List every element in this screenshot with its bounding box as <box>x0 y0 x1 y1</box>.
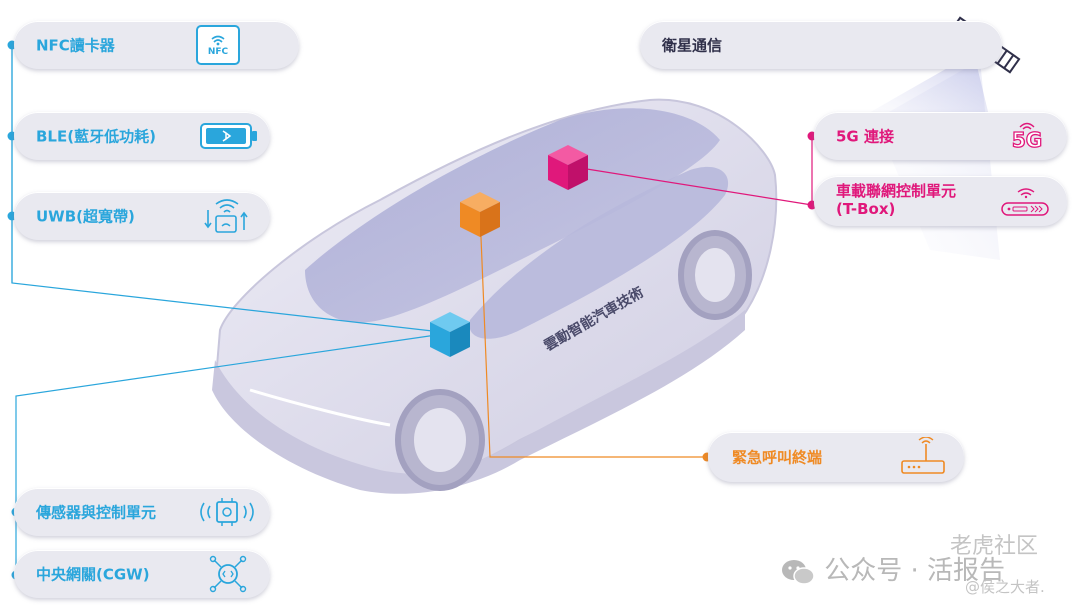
ble-pill: BLE(藍牙低功耗) <box>14 112 270 160</box>
car-illustration <box>212 98 778 494</box>
tbox-label-sub: (T-Box) <box>836 200 896 218</box>
tbox-label: 車載聯網控制單元 <box>836 182 957 200</box>
line-orange <box>479 212 707 458</box>
5g-connection-pill: 5G 連接 5G <box>814 112 1067 160</box>
sensor-control-pill: 傳感器與控制單元 <box>14 488 270 536</box>
uwb-pill: UWB(超寬帶) <box>14 192 270 240</box>
nfc-icon: NFC <box>196 25 240 65</box>
ble-label: BLE(藍牙低功耗) <box>36 127 156 146</box>
5g-icon-text: 5G <box>1011 127 1043 152</box>
tbox-pill: 車載聯網控制單元 (T-Box) <box>814 176 1067 226</box>
router-icon <box>1001 188 1049 216</box>
car-side-window <box>469 166 729 339</box>
ecall-terminal-pill: 緊急呼叫終端 <box>708 432 964 482</box>
antenna-terminal-icon <box>901 437 945 474</box>
nfc-reader-pill: NFC讀卡器 NFC <box>14 21 299 69</box>
watermark-line2: 老虎社区 <box>950 534 1039 559</box>
central-gateway-label: 中央網關(CGW) <box>36 565 150 584</box>
5g-connection-label: 5G 連接 <box>836 127 894 146</box>
sensor-control-label: 傳感器與控制單元 <box>36 503 157 522</box>
tbox-label-group: 車載聯網控制單元 (T-Box) <box>836 182 956 218</box>
blue-cube <box>430 312 470 357</box>
gateway-icon <box>209 555 247 593</box>
car-glass-roof <box>305 108 720 323</box>
wechat-watermark: 公众号 · 活报告 <box>780 550 1005 587</box>
uwb-label: UWB(超寬帶) <box>36 207 135 226</box>
satellite-beam-lower <box>875 60 1000 260</box>
wechat-icon <box>780 557 816 587</box>
battery-bluetooth-icon <box>200 123 257 149</box>
uwb-signal-icon <box>204 199 248 233</box>
watermark-line1: 公众号 · 活报告 <box>824 556 1006 586</box>
nfc-reader-label: NFC讀卡器 <box>36 36 115 55</box>
satellite-comm-pill: 衛星通信 <box>640 21 1002 69</box>
watermark-line3: @侯之大者. <box>965 578 1045 596</box>
car-headlight <box>249 388 391 427</box>
pink-cube <box>548 145 588 190</box>
chip-sensor-icon <box>200 498 254 526</box>
satellite-comm-label: 衛星通信 <box>662 36 723 55</box>
connector-lines <box>11 45 813 575</box>
central-gateway-pill: 中央網關(CGW) <box>14 550 270 598</box>
nfc-icon-text: NFC <box>207 47 229 57</box>
orange-cube <box>460 192 500 237</box>
ecall-terminal-label: 緊急呼叫終端 <box>732 448 823 467</box>
5g-icon: 5G <box>1002 118 1052 154</box>
